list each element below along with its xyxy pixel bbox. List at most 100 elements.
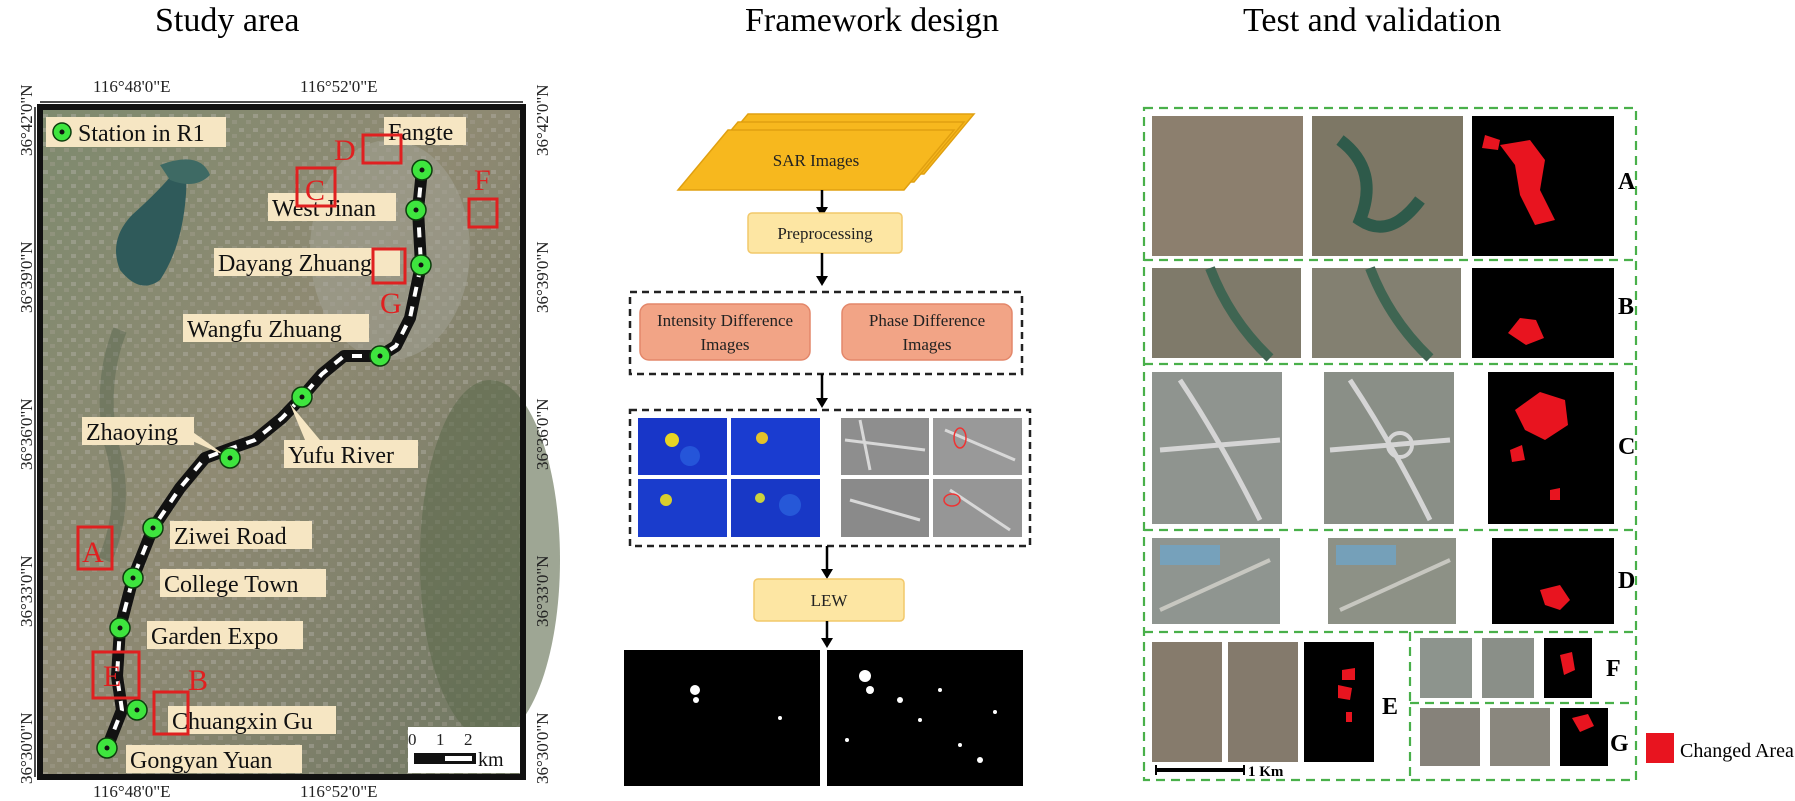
svg-text:F: F	[474, 164, 491, 197]
validation-row-g: G	[1420, 708, 1629, 766]
validation-row-c: C	[1152, 372, 1635, 524]
svg-text:West Jinan: West Jinan	[272, 196, 376, 222]
lat-left-2: 36°39'0"N	[17, 241, 36, 313]
svg-text:SAR Images: SAR Images	[773, 151, 859, 170]
svg-text:km: km	[478, 749, 504, 771]
lon-bottom-1: 116°48'0"E	[93, 782, 171, 801]
lat-right-1: 36°42'0"N	[533, 84, 552, 156]
validation-panel: A B C D E	[1142, 106, 1794, 782]
phase-difference-thumbnails	[841, 418, 1022, 537]
station-label-fangte: Fangte	[384, 117, 466, 146]
intensity-difference-node: Intensity Difference Images	[639, 303, 811, 361]
area-box-d: D	[334, 133, 403, 167]
svg-text:Preprocessing: Preprocessing	[777, 224, 873, 243]
svg-text:Station in R1: Station in R1	[78, 121, 205, 147]
difference-thumbnails-group	[628, 408, 1032, 548]
validation-row-d: D	[1152, 538, 1635, 624]
station-label-chuangxin-gu: Chuangxin Gu	[168, 706, 336, 735]
station-label-gongyan-yuan: Gongyan Yuan	[126, 745, 302, 774]
svg-text:Changed Area: Changed Area	[1680, 740, 1794, 762]
change-detection-outputs	[624, 650, 1023, 786]
area-box-c: C	[295, 166, 337, 208]
validation-row-e: E 1 Km	[1152, 642, 1398, 780]
area-box-g: G	[371, 247, 407, 320]
map-frame	[37, 104, 526, 780]
lat-left-1: 36°42'0"N	[17, 84, 36, 156]
changed-area-legend: Changed Area	[1646, 733, 1794, 763]
area-box-e: E	[91, 650, 141, 700]
station-label-zhaoying: Zhaoying	[82, 417, 226, 456]
station-label-garden-expo: Garden Expo	[147, 621, 303, 650]
svg-text:E: E	[103, 660, 121, 693]
svg-text:Chuangxin Gu: Chuangxin Gu	[172, 709, 313, 735]
svg-text:C: C	[305, 174, 325, 207]
station-label-ziwei-road: Ziwei Road	[170, 521, 312, 550]
svg-text:D: D	[1618, 568, 1635, 594]
lat-right-2: 36°39'0"N	[533, 241, 552, 313]
station-label-college-town: College Town	[160, 569, 326, 598]
svg-text:Images: Images	[902, 335, 951, 354]
svg-text:Phase Difference: Phase Difference	[869, 311, 985, 330]
map-scale-bar: 0 1 2 km	[408, 727, 520, 773]
svg-text:Images: Images	[700, 335, 749, 354]
svg-text:Yufu River: Yufu River	[288, 443, 394, 469]
lat-right-4: 36°33'0"N	[533, 555, 552, 627]
svg-text:Garden Expo: Garden Expo	[151, 624, 278, 650]
lew-node: LEW	[753, 578, 905, 622]
svg-text:G: G	[380, 287, 402, 320]
validation-title: Test and validation	[1243, 2, 1502, 39]
svg-text:1: 1	[436, 730, 445, 749]
svg-text:2: 2	[464, 730, 473, 749]
validation-scale-label: 1 Km	[1248, 764, 1284, 780]
svg-text:B: B	[188, 664, 208, 697]
svg-text:Ziwei Road: Ziwei Road	[174, 524, 287, 550]
svg-text:Fangte: Fangte	[388, 120, 453, 146]
sar-images-node: SAR Images	[676, 113, 976, 191]
lat-right-3: 36°36'0"N	[533, 398, 552, 470]
reservoir	[116, 168, 187, 286]
framework-diagram: SAR Images Preprocessing Intensity Diffe…	[624, 113, 1032, 786]
svg-text:Gongyan Yuan: Gongyan Yuan	[130, 748, 272, 774]
lon-top-1: 116°48'0"E	[93, 77, 171, 96]
study-area-title: Study area	[155, 2, 300, 39]
svg-text:Wangfu Zhuang: Wangfu Zhuang	[187, 317, 342, 343]
lat-left-3: 36°36'0"N	[17, 398, 36, 470]
changed-area-swatch	[1646, 733, 1674, 763]
framework-title: Framework design	[745, 2, 1000, 39]
svg-text:C: C	[1618, 434, 1635, 460]
validation-frame	[1142, 106, 1638, 782]
intensity-difference-thumbnails	[638, 418, 820, 537]
lon-bottom-2: 116°52'0"E	[300, 782, 378, 801]
lat-left-5: 36°30'0"N	[17, 712, 36, 784]
svg-text:LEW: LEW	[811, 591, 849, 610]
validation-row-a: A	[1152, 116, 1636, 256]
svg-text:A: A	[1618, 169, 1636, 195]
preprocessing-node: Preprocessing	[747, 212, 903, 254]
area-box-a: A	[76, 525, 114, 571]
lon-top-2: 116°52'0"E	[300, 77, 378, 96]
svg-text:Intensity Difference: Intensity Difference	[657, 311, 793, 330]
svg-text:D: D	[334, 134, 356, 167]
validation-row-f: F	[1420, 638, 1621, 698]
area-box-f: F	[467, 164, 499, 229]
station-label-wangfu-zhuang: Wangfu Zhuang	[183, 314, 369, 343]
study-area-map: 116°48'0"E 116°52'0"E 116°48'0"E 116°52'…	[17, 77, 560, 801]
svg-text:Dayang Zhuang: Dayang Zhuang	[218, 251, 372, 277]
phase-difference-node: Phase Difference Images	[841, 303, 1013, 361]
svg-text:Zhaoying: Zhaoying	[86, 420, 178, 446]
lat-left-4: 36°33'0"N	[17, 555, 36, 627]
svg-text:A: A	[82, 536, 104, 569]
station-label-yufu-river: Yufu River	[284, 404, 418, 469]
svg-text:College Town: College Town	[164, 572, 299, 598]
validation-row-b: B	[1152, 266, 1634, 362]
difference-images-group	[628, 290, 1024, 376]
svg-text:G: G	[1610, 731, 1629, 757]
svg-text:B: B	[1618, 294, 1634, 320]
map-legend: Station in R1	[46, 117, 226, 147]
area-box-b: B	[152, 664, 208, 736]
station-label-dayang-zhuang: Dayang Zhuang	[214, 248, 400, 277]
lat-right-5: 36°30'0"N	[533, 712, 552, 784]
svg-text:E: E	[1382, 694, 1398, 720]
svg-text:0: 0	[408, 730, 417, 749]
svg-text:F: F	[1606, 656, 1621, 682]
